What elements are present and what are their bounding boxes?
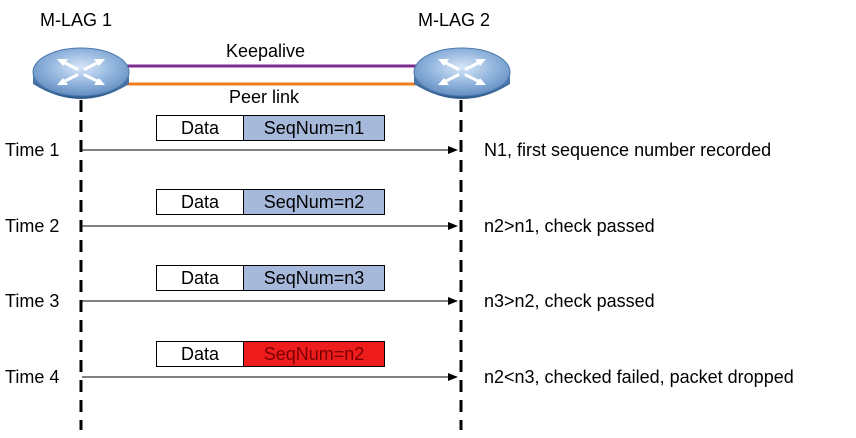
packet-seqnum-field: SeqNum=n2 — [244, 190, 384, 214]
packet-box: Data SeqNum=n2 — [156, 341, 385, 367]
packet-data-field: Data — [157, 116, 244, 140]
packet-box: Data SeqNum=n1 — [156, 115, 385, 141]
check-result-text: n2>n1, check passed — [484, 216, 655, 236]
time-label: Time 2 — [5, 216, 60, 236]
packet-data-field: Data — [157, 342, 244, 366]
packet-box: Data SeqNum=n2 — [156, 189, 385, 215]
packet-data-field: Data — [157, 266, 244, 290]
packet-seqnum-field: SeqNum=n3 — [244, 266, 384, 290]
check-result-text: n2<n3, checked failed, packet dropped — [484, 367, 794, 387]
packet-box: Data SeqNum=n3 — [156, 265, 385, 291]
mlag1-label: M-LAG 1 — [40, 10, 113, 30]
time-label: Time 1 — [5, 140, 60, 160]
packet-data-field: Data — [157, 190, 244, 214]
peer-link-label: Peer link — [229, 87, 300, 107]
mlag1-switch-icon — [32, 47, 130, 99]
packet-seqnum-field: SeqNum=n1 — [244, 116, 384, 140]
time-label: Time 4 — [5, 367, 60, 387]
mlag2-switch-icon — [413, 47, 511, 99]
packet-seqnum-field: SeqNum=n2 — [244, 342, 384, 366]
keepalive-label: Keepalive — [226, 41, 306, 61]
time-label: Time 3 — [5, 291, 60, 311]
mlag2-label: M-LAG 2 — [418, 10, 491, 30]
check-result-text: N1, first sequence number recorded — [484, 140, 772, 160]
check-result-text: n3>n2, check passed — [484, 291, 655, 311]
